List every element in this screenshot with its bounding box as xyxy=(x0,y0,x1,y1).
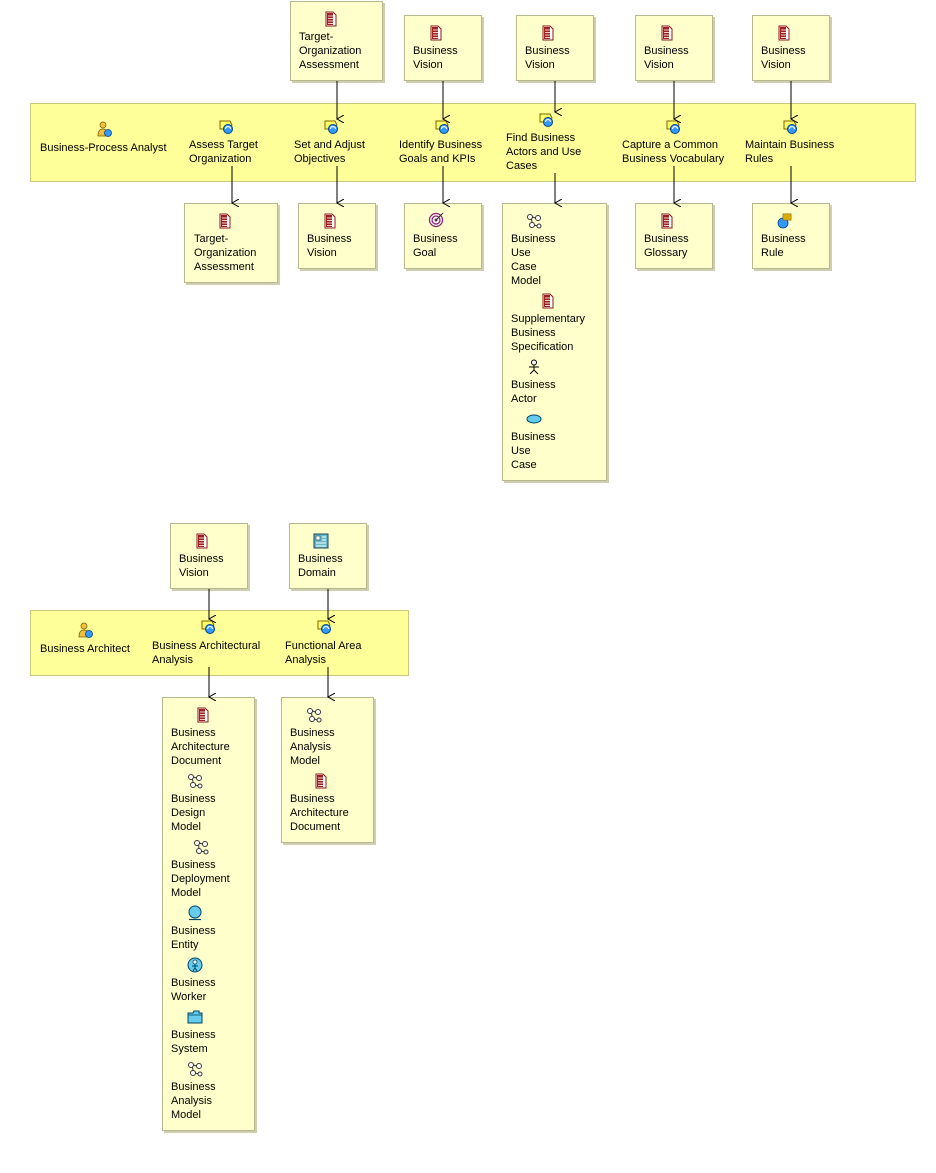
role-label[interactable]: Business Architect xyxy=(40,643,130,655)
output-artifact[interactable] xyxy=(184,203,278,283)
output-artifact-label: Business Use Case xyxy=(511,431,556,471)
output-artifact-label: Business System xyxy=(171,1029,216,1055)
output-artifact-group[interactable] xyxy=(502,203,607,481)
input-artifact[interactable] xyxy=(170,523,248,589)
output-artifact-label: Business Rule xyxy=(761,233,806,259)
output-artifact-label: Supplementary Business Specification xyxy=(511,313,585,353)
output-artifact-label: Business Analysis Model xyxy=(171,1081,216,1121)
activity-label[interactable]: Business Architectural Analysis xyxy=(152,640,261,666)
output-artifact-label: Business Vision xyxy=(307,233,352,259)
activity-label[interactable]: Assess Target Organization xyxy=(189,139,258,165)
output-artifact[interactable] xyxy=(404,203,482,269)
input-artifact[interactable] xyxy=(516,15,594,81)
output-artifact-label: Business Analysis Model xyxy=(290,727,335,767)
input-artifact[interactable] xyxy=(290,1,383,81)
output-artifact-label: Business Use Case Model xyxy=(511,233,556,287)
input-artifact[interactable] xyxy=(635,15,713,81)
input-artifact-label: Business Vision xyxy=(413,45,458,71)
input-artifact-label: Business Vision xyxy=(761,45,806,71)
output-artifact-label: Business Architecture Document xyxy=(171,727,230,767)
output-artifact-label: Business Worker xyxy=(171,977,216,1003)
input-artifact-label: Business Vision xyxy=(525,45,570,71)
input-artifact-label: Business Vision xyxy=(644,45,689,71)
input-artifact[interactable] xyxy=(404,15,482,81)
output-artifact-label: Business Goal xyxy=(413,233,458,259)
output-artifact-label: Target- Organization Assessment xyxy=(194,233,257,273)
output-artifact-label: Business Design Model xyxy=(171,793,216,833)
output-artifact-label: Business Entity xyxy=(171,925,216,951)
role-label[interactable]: Business-Process Analyst xyxy=(40,142,167,154)
output-artifact-label: Business Architecture Document xyxy=(290,793,349,833)
output-artifact[interactable] xyxy=(298,203,376,269)
activity-label[interactable]: Identify Business Goals and KPIs xyxy=(399,139,483,165)
input-artifact-label: Business Domain xyxy=(298,553,343,579)
activity-label[interactable]: Maintain Business Rules xyxy=(745,139,835,165)
input-artifact[interactable] xyxy=(752,15,830,81)
output-artifact-label: Business Glossary xyxy=(644,233,689,259)
role-swimlane-band xyxy=(30,610,409,676)
output-artifact-label: Business Actor xyxy=(511,379,556,405)
output-artifact-group[interactable] xyxy=(162,697,255,1131)
activity-label[interactable]: Capture a Common Business Vocabulary xyxy=(622,139,725,165)
output-artifact-label: Business Deployment Model xyxy=(171,859,230,899)
activity-label[interactable]: Functional Area Analysis xyxy=(285,640,362,666)
input-artifact-label: Target- Organization Assessment xyxy=(299,31,362,71)
activity-label[interactable]: Find Business Actors and Use Cases xyxy=(506,132,582,172)
activity-label[interactable]: Set and Adjust Objectives xyxy=(294,139,365,165)
input-artifact-label: Business Vision xyxy=(179,553,224,579)
role-swimlane-band xyxy=(30,103,916,182)
